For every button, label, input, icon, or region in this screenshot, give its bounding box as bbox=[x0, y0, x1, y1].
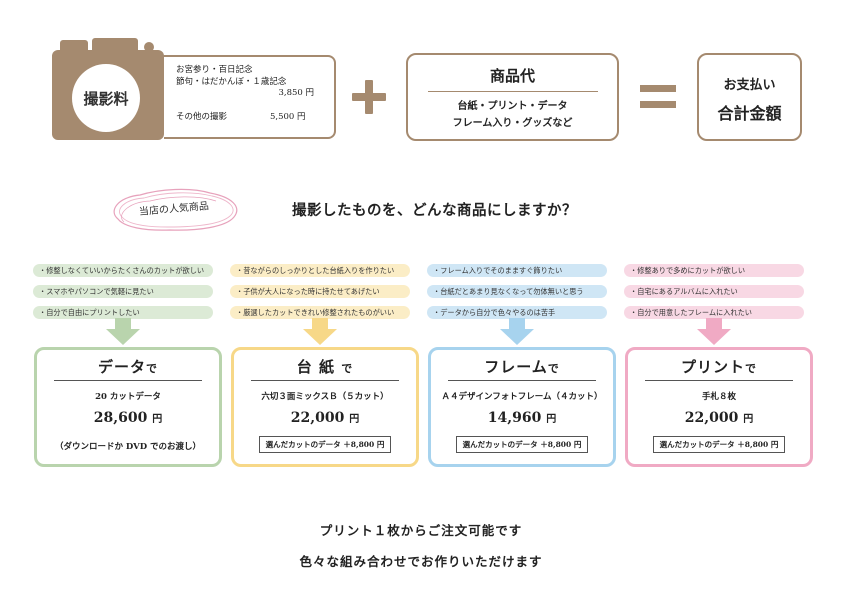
other-fee-row: その他の撮影 5,500 円 bbox=[176, 112, 334, 124]
plan-price: 28,600 円 bbox=[93, 410, 163, 426]
fee-line: お宮参り・百日記念 bbox=[176, 65, 253, 75]
column-mount: ・昔ながらのしっかりとした台紙入りを作りたい ・子供が大人になった時に持たせてあ… bbox=[230, 264, 410, 345]
total-line1: お支払い bbox=[723, 78, 776, 93]
footer-line2: 色々な組み合わせでお作りいただけます bbox=[299, 554, 543, 569]
plan-card-mount: 台 紙 で 六切３面ミックスＢ（５カット） 22,000 円 選んだカットのデー… bbox=[231, 347, 419, 467]
camera-label: 撮影料 bbox=[83, 89, 129, 108]
camera-lens: 撮影料 bbox=[72, 64, 140, 132]
other-fee-label: その他の撮影 bbox=[176, 111, 228, 122]
goods-line: 台紙・プリント・データ bbox=[457, 101, 568, 112]
plus-icon bbox=[352, 80, 386, 114]
need-bullet: ・台紙だとあまり見なくなって勿体無いと思う bbox=[427, 285, 607, 298]
need-bullet: ・子供が大人になった時に持たせてあげたい bbox=[230, 285, 410, 298]
data-addon-badge: 選んだカットのデータ ＋8,800 円 bbox=[652, 436, 786, 453]
plan-title: 台 紙 で bbox=[296, 358, 354, 376]
goods-divider bbox=[427, 91, 598, 92]
column-data: ・修整しなくていいからたくさんのカットが欲しい ・スマホやパソコンで気軽に見たい… bbox=[33, 264, 213, 345]
data-addon-badge: 選んだカットのデータ ＋8,800 円 bbox=[258, 436, 392, 453]
goods-line: フレーム入り・グッズなど bbox=[452, 118, 573, 129]
camera-viewfinder-bump bbox=[92, 38, 138, 52]
need-bullet: ・厳選したカットできれい修整されたものがいい bbox=[230, 306, 410, 319]
plan-product: 六切３面ミックスＢ（５カット） bbox=[261, 392, 389, 402]
shooting-fee-box: お宮参り・百日記念 節句・はだかんぼ・１歳記念 3,850 円 その他の撮影 5… bbox=[164, 55, 336, 139]
down-arrow-icon bbox=[106, 318, 140, 346]
plan-divider bbox=[448, 380, 596, 381]
plan-divider bbox=[54, 380, 202, 381]
plan-price: 22,000 円 bbox=[290, 410, 360, 426]
down-arrow-icon bbox=[500, 318, 534, 346]
goods-cost-box: 商品代 台紙・プリント・データ フレーム入り・グッズなど bbox=[406, 53, 619, 141]
equals-icon bbox=[640, 85, 676, 117]
goods-title: 商品代 bbox=[489, 67, 535, 85]
plan-divider bbox=[251, 380, 399, 381]
need-bullet: ・データから自分で色々やるのは苦手 bbox=[427, 306, 607, 319]
plan-price: 22,000 円 bbox=[684, 410, 754, 426]
total-line2: 合計金額 bbox=[717, 104, 782, 123]
plan-product: 20 カットデータ bbox=[95, 392, 161, 402]
popular-products-badge: 当店の人気商品 bbox=[104, 185, 244, 235]
question-heading: 撮影したものを、どんな商品にしますか？ bbox=[292, 202, 577, 219]
plan-title: フレームで bbox=[484, 358, 560, 376]
need-bullet: ・スマホやパソコンで気軽に見たい bbox=[33, 285, 213, 298]
need-bullet: ・修整しなくていいからたくさんのカットが欲しい bbox=[33, 264, 213, 277]
plan-card-frame: フレームで Ａ４デザインフォトフレーム（４カット） 14,960 円 選んだカッ… bbox=[428, 347, 616, 467]
other-fee-price: 5,500 円 bbox=[270, 111, 306, 122]
footer-line1: プリント１枚からご注文可能です bbox=[319, 523, 523, 538]
plan-divider bbox=[645, 380, 793, 381]
plan-title: プリントで bbox=[680, 358, 757, 376]
plan-price: 14,960 円 bbox=[487, 410, 557, 426]
camera-shutter-bump bbox=[60, 40, 88, 52]
plan-card-print: プリントで 手札８枚 22,000 円 選んだカットのデータ ＋8,800 円 bbox=[625, 347, 813, 467]
need-bullet: ・自分で用意したフレームに入れたい bbox=[624, 306, 804, 319]
total-payment-box: お支払い 合計金額 bbox=[697, 53, 802, 141]
need-bullet: ・修整ありで多めにカットが欲しい bbox=[624, 264, 804, 277]
need-bullet: ・自宅にあるアルバムに入れたい bbox=[624, 285, 804, 298]
plan-card-data: データで 20 カットデータ 28,600 円 （ダウンロードか DVD でのお… bbox=[34, 347, 222, 467]
need-bullet: ・自分で自由にプリントしたい bbox=[33, 306, 213, 319]
plan-product: Ａ４デザインフォトフレーム（４カット） bbox=[441, 392, 603, 402]
scribble-cloud-icon bbox=[113, 188, 238, 231]
column-frame: ・フレーム入りでそのまますぐ飾りたい ・台紙だとあまり見なくなって勿体無いと思う… bbox=[427, 264, 607, 345]
plan-title: データで bbox=[97, 358, 158, 376]
down-arrow-icon bbox=[697, 318, 731, 346]
fee-line: 節句・はだかんぼ・１歳記念 bbox=[176, 76, 287, 87]
camera-icon: 撮影料 bbox=[52, 38, 164, 140]
need-bullet: ・昔ながらのしっかりとした台紙入りを作りたい bbox=[230, 264, 410, 277]
down-arrow-icon bbox=[303, 318, 337, 346]
camera-flash-dot bbox=[144, 42, 154, 52]
plan-note: （ダウンロードか DVD でのお渡し） bbox=[54, 442, 202, 452]
fee-price: 3,850 円 bbox=[278, 88, 314, 98]
need-bullet: ・フレーム入りでそのまますぐ飾りたい bbox=[427, 264, 607, 277]
column-print: ・修整ありで多めにカットが欲しい ・自宅にあるアルバムに入れたい ・自分で用意し… bbox=[624, 264, 804, 345]
plan-product: 手札８枚 bbox=[701, 392, 736, 402]
data-addon-badge: 選んだカットのデータ ＋8,800 円 bbox=[455, 436, 589, 453]
